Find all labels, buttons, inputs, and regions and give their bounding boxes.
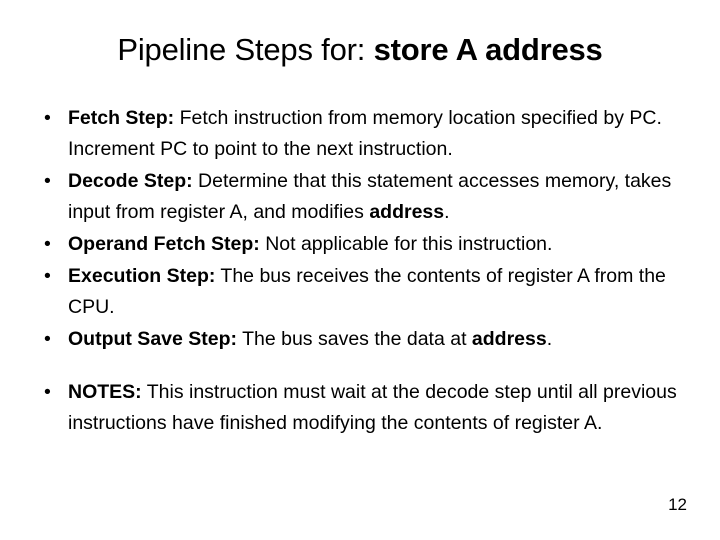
list-item-body: Determine that this statement accesses m…	[68, 170, 672, 223]
list-item-body: Not applicable for this instruction.	[259, 233, 553, 255]
list-item: • Execution Step: The bus receives the c…	[30, 261, 678, 323]
list-item-text: Operand Fetch Step: Not applicable for t…	[68, 229, 678, 260]
list-item: • Output Save Step: The bus saves the da…	[30, 324, 678, 355]
page-title-emphasis: store A address	[373, 32, 603, 67]
page-number: 12	[668, 495, 687, 514]
bullet-icon: •	[44, 328, 51, 350]
bullet-icon: •	[44, 170, 51, 192]
list-item-text: Execution Step: The bus receives the con…	[68, 261, 678, 323]
list-item-body: The bus saves the data at	[237, 328, 472, 350]
list-item-tail: .	[444, 201, 450, 223]
list-item-text: Fetch Step: Fetch instruction from memor…	[68, 103, 678, 165]
bullet-icon: •	[44, 107, 51, 129]
page-title: Pipeline Steps for: store A address	[30, 30, 690, 70]
list-item-lead: Output Save Step:	[68, 328, 238, 350]
list-item: • Operand Fetch Step: Not applicable for…	[30, 229, 678, 260]
list-item: • Fetch Step: Fetch instruction from mem…	[30, 103, 678, 165]
list-item-body: This instruction must wait at the decode…	[68, 381, 677, 434]
list-item-strong: address	[471, 328, 547, 350]
list-item-text: Output Save Step: The bus saves the data…	[68, 324, 678, 355]
bullet-icon: •	[44, 381, 51, 403]
page-title-prefix: Pipeline Steps for:	[117, 32, 374, 67]
list-item-lead: Decode Step:	[68, 170, 193, 192]
list-item-body: The bus receives the contents of registe…	[68, 265, 666, 318]
list-item-lead: Operand Fetch Step:	[68, 233, 260, 255]
list-item: • NOTES: This instruction must wait at t…	[30, 377, 678, 439]
list-item: • Decode Step: Determine that this state…	[30, 166, 678, 228]
list-item-text: NOTES: This instruction must wait at the…	[68, 377, 678, 439]
list-item-lead: Execution Step:	[68, 265, 216, 287]
list-item-lead: NOTES:	[68, 381, 142, 403]
list-item-body: Fetch instruction from memory location s…	[68, 107, 662, 160]
list-item-tail: .	[546, 328, 553, 350]
list-item-text: Decode Step: Determine that this stateme…	[68, 166, 678, 228]
list-item-strong: address	[369, 201, 445, 223]
bullet-list: • Fetch Step: Fetch instruction from mem…	[30, 103, 678, 440]
list-item-lead: Fetch Step:	[68, 107, 175, 129]
bullet-icon: •	[44, 265, 51, 287]
bullet-icon: •	[44, 233, 51, 255]
